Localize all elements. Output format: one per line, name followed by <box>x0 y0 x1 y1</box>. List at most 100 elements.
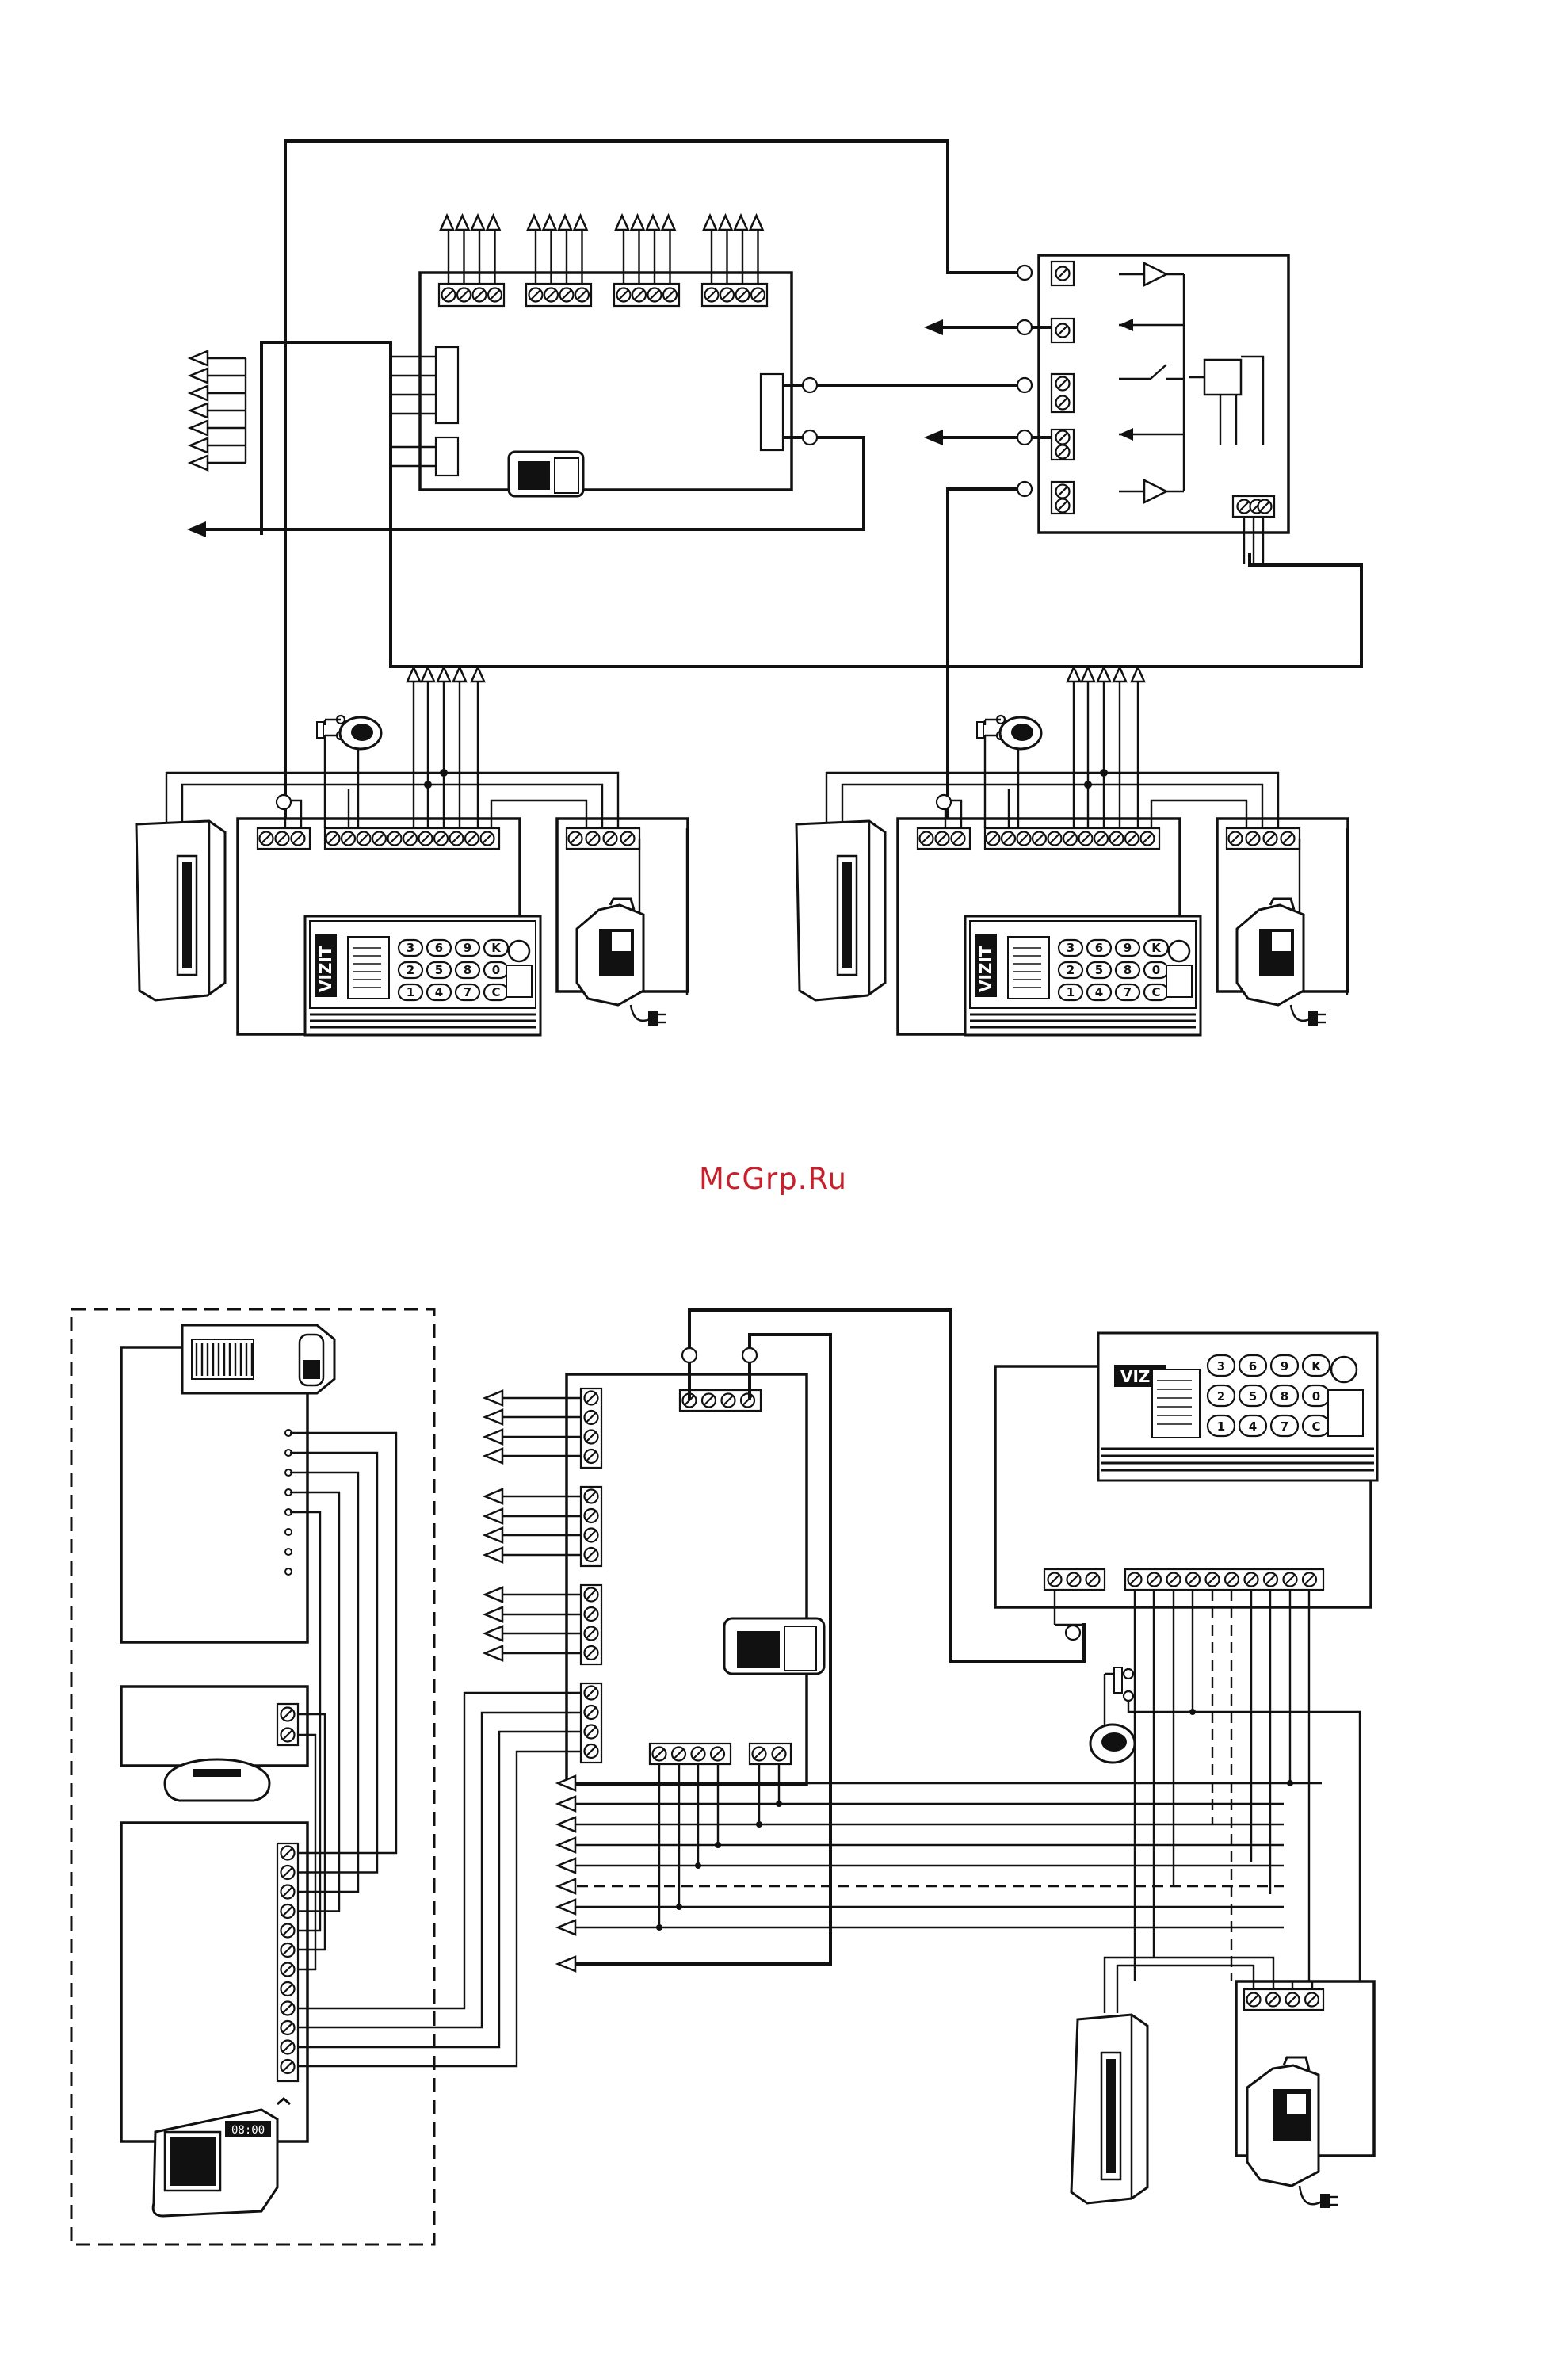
screw-icon <box>1125 832 1139 846</box>
mag-lock-icon <box>1071 2015 1147 2203</box>
keypad-key: K <box>491 941 502 955</box>
push-button-icon <box>1000 717 1041 749</box>
arrow-up-icon <box>559 216 571 230</box>
keypad-key: 5 <box>1095 963 1103 977</box>
screw-icon <box>1264 1573 1277 1587</box>
screw-icon <box>1048 832 1062 846</box>
screw-icon <box>936 832 949 846</box>
screw-icon <box>751 288 765 302</box>
arrow-up-icon <box>528 216 540 230</box>
top-diagram: VIZIT369K2580147C VIZIT369K2580147C <box>136 141 1361 1035</box>
arrow-left-icon <box>485 1449 502 1463</box>
screw-icon <box>648 288 662 302</box>
keypad-key: 1 <box>407 985 414 999</box>
keypad-key: 9 <box>464 941 471 955</box>
keypad-key: 8 <box>1124 963 1132 977</box>
bottom-diagram: 08:00 VIZIT369K258 <box>71 1309 1377 2244</box>
arrow-up-icon <box>750 216 763 230</box>
screw-icon <box>481 832 494 846</box>
screw-icon <box>1225 1573 1239 1587</box>
screw-icon <box>1281 832 1295 846</box>
screw-icon <box>585 1725 598 1739</box>
screw-icon <box>388 832 402 846</box>
arrow-up-icon <box>441 216 453 230</box>
screw-icon <box>585 1392 598 1405</box>
keypad-key: 4 <box>1249 1419 1257 1434</box>
screw-icon <box>1238 500 1251 514</box>
keypad-key: 0 <box>1312 1389 1320 1404</box>
screw-icon <box>711 1748 724 1761</box>
arrow-left-icon <box>485 1548 502 1562</box>
screw-icon <box>1258 500 1272 514</box>
plug-icon <box>1291 1005 1326 1026</box>
screw-icon <box>281 2002 295 2015</box>
arrow-up-icon <box>471 216 484 230</box>
handset-icon <box>165 1759 269 1801</box>
screw-icon <box>585 1588 598 1602</box>
keypad-key: 7 <box>1281 1419 1288 1434</box>
arrow-left-icon <box>190 351 208 365</box>
keypad-key: 1 <box>1217 1419 1225 1434</box>
screw-icon <box>1063 832 1077 846</box>
screw-icon <box>952 832 965 846</box>
screw-icon <box>457 288 471 302</box>
screw-icon <box>281 1866 295 1879</box>
plug-icon <box>631 1005 666 1026</box>
arrow-left-icon <box>190 386 208 400</box>
keypad-key: 5 <box>435 963 443 977</box>
screw-icon <box>1284 1573 1297 1587</box>
screw-icon <box>585 1627 598 1641</box>
arrow-up-icon <box>575 216 587 230</box>
screw-icon <box>281 1904 295 1918</box>
screw-icon <box>1303 1573 1316 1587</box>
keypad-key: 0 <box>492 963 500 977</box>
screw-icon <box>281 1885 295 1899</box>
arrow-left-icon <box>485 1410 502 1424</box>
arrow-up-icon <box>632 216 644 230</box>
keypad-key: 3 <box>1217 1359 1225 1373</box>
arrow-up-icon <box>616 216 628 230</box>
screw-icon <box>585 1529 598 1542</box>
keypad-key: 7 <box>1124 985 1132 999</box>
screw-icon <box>276 832 289 846</box>
screw-icon <box>1147 1573 1161 1587</box>
screw-icon <box>434 832 448 846</box>
screw-icon <box>1056 377 1070 391</box>
keypad-key: 9 <box>1281 1359 1288 1373</box>
keypad-key: 2 <box>1217 1389 1225 1404</box>
keypad-key: 3 <box>407 941 414 955</box>
watermark: McGrp.Ru <box>0 1162 1546 1196</box>
screw-icon <box>586 832 600 846</box>
screw-icon <box>1167 1573 1181 1587</box>
screw-icon <box>473 288 487 302</box>
screw-icon <box>529 288 543 302</box>
screw-icon <box>357 832 371 846</box>
screw-icon <box>1141 832 1155 846</box>
arrow-up-icon <box>487 216 500 230</box>
terminal-block-icon <box>436 437 458 476</box>
plug-module-icon <box>724 1618 824 1674</box>
screw-icon <box>1229 832 1243 846</box>
arrow-left-icon <box>190 456 208 470</box>
screw-icon <box>1056 499 1070 513</box>
screw-icon <box>773 1748 786 1761</box>
camera-icon <box>182 1325 334 1393</box>
keypad-key: C <box>1151 985 1160 999</box>
screw-icon <box>585 1431 598 1444</box>
arrow-up-icon <box>704 216 716 230</box>
arrow-up-icon <box>544 216 556 230</box>
mag-lock-icon <box>136 821 225 1000</box>
arrow-left-icon <box>485 1587 502 1602</box>
screw-icon <box>653 1748 666 1761</box>
screw-icon <box>281 1982 295 1996</box>
arrow-left-icon <box>558 1900 575 1914</box>
screw-icon <box>585 1509 598 1522</box>
keypad-key: 6 <box>1249 1359 1257 1373</box>
screw-icon <box>1305 1993 1319 2007</box>
keypad-key: 6 <box>435 941 443 955</box>
screw-icon <box>741 1394 754 1408</box>
keypad-key: C <box>491 985 500 999</box>
screw-icon <box>281 1924 295 1938</box>
